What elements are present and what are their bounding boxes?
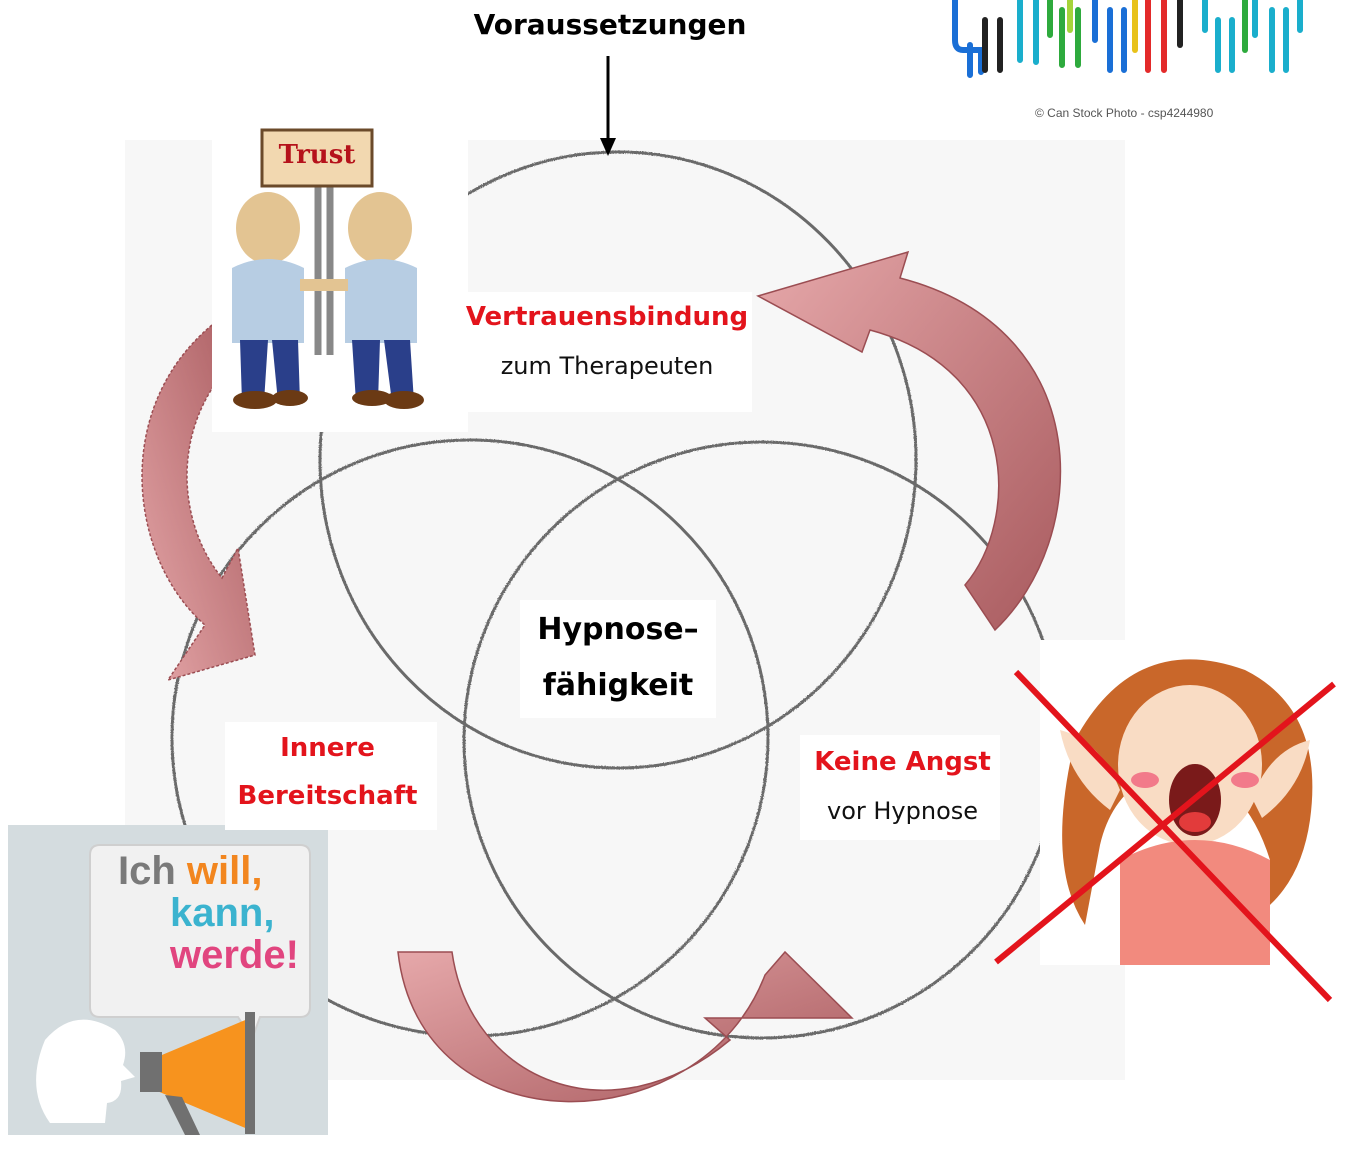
left-label-bg xyxy=(225,722,437,830)
left-circle-label-line2: Bereitschaft xyxy=(237,781,418,811)
center-label-bg xyxy=(520,600,716,718)
trust-sign-text: Trust xyxy=(278,140,356,170)
speech-word-will: will, xyxy=(186,849,263,893)
top-circle-label-sub: zum Therapeuten xyxy=(500,352,714,380)
top-circle xyxy=(318,150,918,770)
people-figures-icon xyxy=(952,0,1303,78)
center-label-line2: fähigkeit xyxy=(542,668,694,703)
speech-word-werde: werde! xyxy=(170,933,299,977)
arrow-down-icon xyxy=(600,56,616,156)
photo-credit: © Can Stock Photo - csp4244980 xyxy=(1035,106,1214,120)
right-circle-label-title: Keine Angst xyxy=(814,747,991,777)
right-circle-label-sub: vor Hypnose xyxy=(826,797,979,825)
speech-word-ich: Ich xyxy=(118,849,176,893)
cross-out-icon xyxy=(994,669,1336,1003)
diagram-title: Voraussetzungen xyxy=(473,8,747,41)
megaphone-speaker-icon xyxy=(8,825,328,1135)
curved-arrow-bottom xyxy=(397,950,854,1103)
curved-arrow-top-right xyxy=(756,250,1062,632)
curved-arrow-left xyxy=(141,323,256,682)
left-circle-label-line1: Innere xyxy=(280,733,375,763)
trust-handshake-icon xyxy=(212,128,468,432)
right-label-bg xyxy=(800,735,1000,840)
top-circle-label-title: Vertrauensbindung xyxy=(465,302,749,332)
speech-bubble-text: Ich will, kann, werde! xyxy=(118,850,299,976)
speech-word-kann: kann, xyxy=(170,891,275,935)
top-label-bg xyxy=(462,292,752,412)
center-label-line1: Hypnose– xyxy=(537,612,699,647)
screaming-woman-icon xyxy=(1040,640,1360,965)
